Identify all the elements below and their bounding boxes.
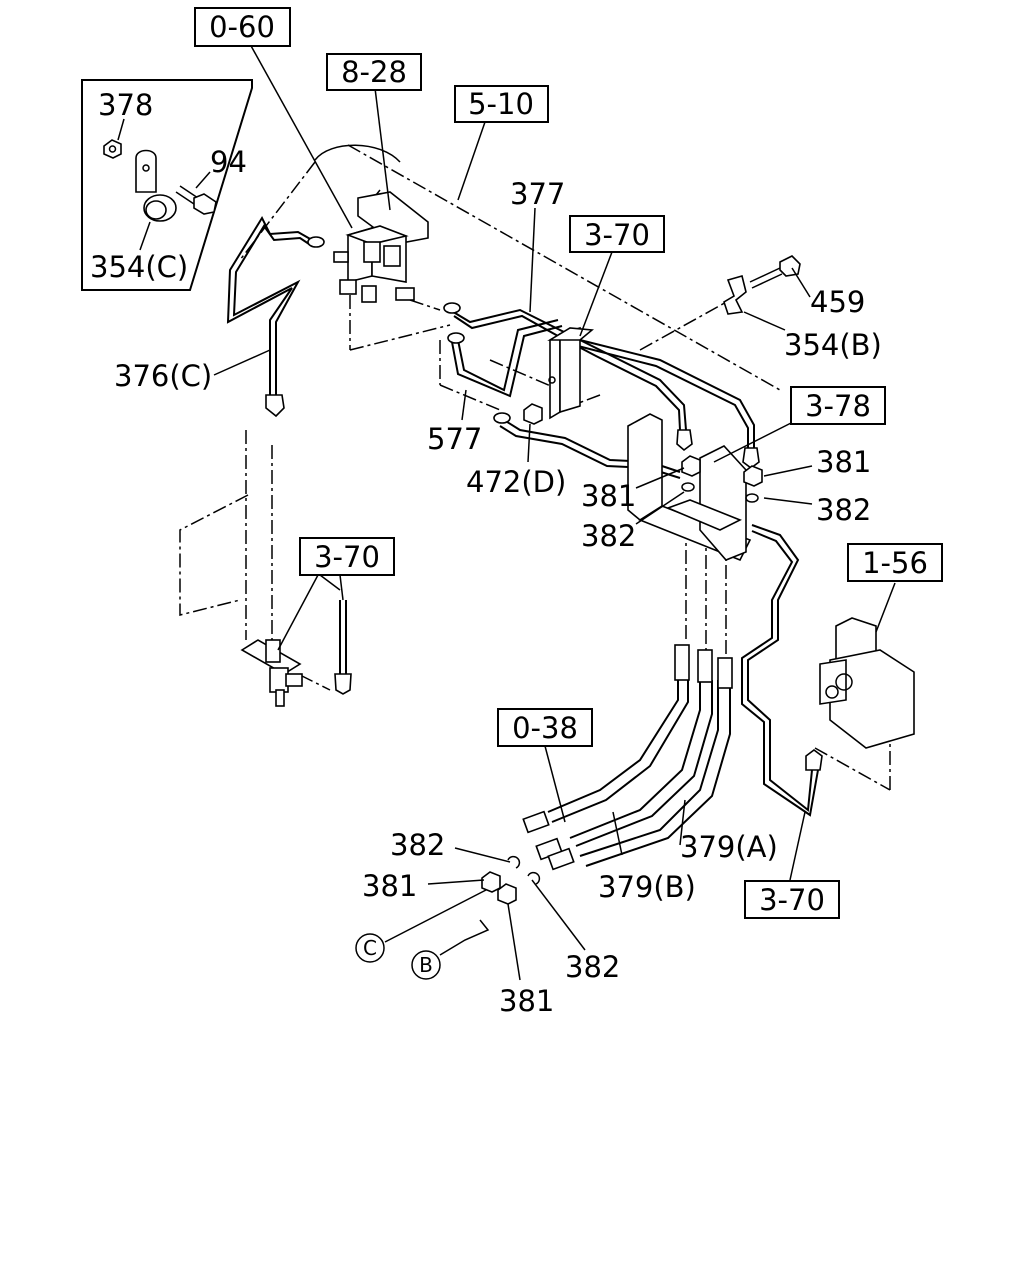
- label-354b: 354(B): [784, 328, 882, 362]
- circled-b-label: B: [419, 953, 433, 977]
- label-376c: 376(C): [114, 359, 212, 393]
- inset-clip: [135, 149, 177, 222]
- ref-box-5-10[interactable]: 5-10: [454, 85, 549, 123]
- leader-lines: [213, 43, 896, 981]
- inset-nut: [103, 139, 122, 159]
- ref-box-1-56[interactable]: 1-56: [847, 543, 943, 582]
- inset-detail: 378 94 354(C): [81, 79, 253, 291]
- ref-box-0-38[interactable]: 0-38: [497, 708, 593, 747]
- label-379b: 379(B): [598, 870, 696, 904]
- circled-c: C: [355, 933, 385, 963]
- ref-3-70-top-label: 3-70: [584, 218, 650, 252]
- label-354c: 354(C): [90, 250, 188, 284]
- nuts-right: [681, 455, 763, 503]
- clip-459: [723, 255, 801, 315]
- label-381-low: 381: [362, 869, 417, 903]
- bracket-3-70: [547, 326, 594, 420]
- label-382-bottom: 382: [565, 950, 620, 984]
- tee-fitting: [240, 600, 352, 707]
- ref-3-70-left-label: 3-70: [314, 540, 380, 574]
- label-472d: 472(D): [466, 465, 566, 499]
- label-577: 577: [427, 422, 482, 456]
- label-381-right: 381: [816, 445, 871, 479]
- ref-box-0-60[interactable]: 0-60: [194, 7, 291, 47]
- label-382-right: 382: [816, 493, 871, 527]
- bracket-3-78: [627, 413, 752, 562]
- label-379a: 379(A): [680, 830, 778, 864]
- ref-box-3-70-left[interactable]: 3-70: [299, 537, 395, 576]
- ref-0-38-label: 0-38: [512, 711, 578, 745]
- ref-5-10-label: 5-10: [468, 87, 534, 121]
- ref-1-56-label: 1-56: [862, 546, 928, 580]
- ref-box-3-78[interactable]: 3-78: [790, 386, 886, 425]
- label-381-bottom: 381: [499, 984, 554, 1018]
- label-377: 377: [510, 177, 565, 211]
- ref-box-3-70-bottom[interactable]: 3-70: [744, 880, 840, 919]
- label-459: 459: [810, 285, 865, 319]
- label-381-mid: 381: [581, 479, 636, 513]
- ref-0-60-label: 0-60: [209, 10, 275, 44]
- ref-box-3-70-top[interactable]: 3-70: [569, 215, 665, 253]
- ref-8-28-label: 8-28: [341, 55, 407, 89]
- label-378: 378: [98, 88, 153, 122]
- circled-c-label: C: [363, 936, 377, 960]
- ref-box-8-28[interactable]: 8-28: [326, 53, 422, 91]
- label-382-low: 382: [390, 828, 445, 862]
- connector-472d: [523, 403, 543, 425]
- ref-3-70-bottom-label: 3-70: [759, 883, 825, 917]
- bottom-fittings: [439, 855, 541, 956]
- ref-3-78-label: 3-78: [805, 389, 871, 423]
- inset-bolt: [175, 185, 217, 215]
- label-382-mid: 382: [581, 519, 636, 553]
- valve-assembly: [333, 191, 429, 303]
- label-94: 94: [210, 145, 247, 179]
- valve-1-56: [819, 617, 915, 749]
- circled-b: B: [411, 950, 441, 980]
